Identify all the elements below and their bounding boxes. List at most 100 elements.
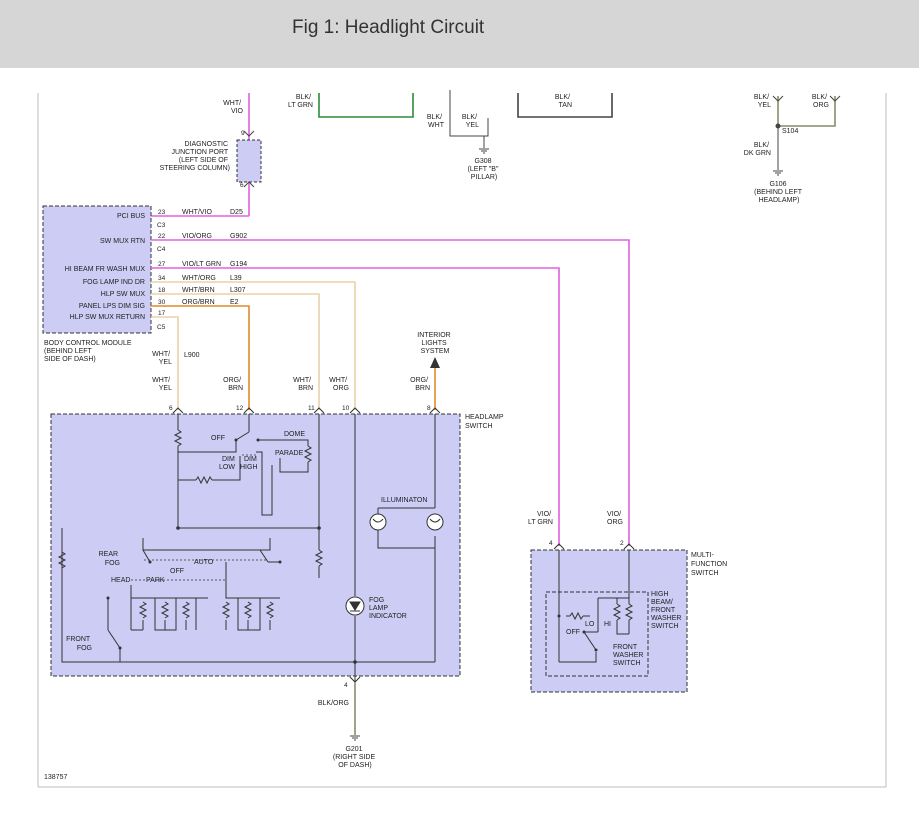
- ground-label-g106: G106 (BEHIND LEFT HEADLAMP): [754, 181, 804, 204]
- svg-text:34: 34: [158, 275, 166, 282]
- svg-text:HLP SW MUX RETURN: HLP SW MUX RETURN: [70, 314, 145, 321]
- svg-text:C4: C4: [157, 246, 166, 253]
- wire-label-right-blk-yel: BLK/ YEL: [754, 94, 771, 109]
- bcm-signal-labels: PCI BUS SW MUX RTN HI BEAM FR WASH MUX F…: [65, 213, 146, 321]
- bcm-connector-labels: C3 C4 C5: [157, 222, 166, 331]
- splice-label-s104: S104: [782, 128, 798, 135]
- bcm-wires: [151, 239, 630, 546]
- label-parade: PARADE: [275, 450, 304, 457]
- bcm-circuit-labels: D25 G902 G194 L39 L307 E2: [230, 209, 247, 306]
- svg-text:D25: D25: [230, 209, 243, 216]
- body-control-module: [42, 205, 152, 334]
- port-label: DIAGNOSTIC JUNCTION PORT (LEFT SIDE OF S…: [160, 141, 230, 172]
- fog-lamp-led-icon: [345, 596, 365, 616]
- wire-label-vio-org: VIO/ ORG: [607, 511, 623, 526]
- figure-number: 138757: [44, 774, 67, 781]
- mfs-pin-4: 4: [549, 540, 553, 547]
- wire-label-blk-tan: BLK/ TAN: [555, 94, 572, 109]
- dashed-gang-links: [131, 454, 268, 581]
- top-connector-marks: [772, 95, 841, 129]
- headlamp-pin-labels: 6 12 11 10 8 4: [169, 405, 431, 689]
- label-off: OFF: [211, 435, 225, 442]
- svg-text:G194: G194: [230, 261, 247, 268]
- front-washer-label: FRONT WASHER SWITCH: [613, 644, 645, 667]
- port-pin-bottom: 6: [240, 182, 244, 189]
- wire-label-vio-ltgrn: VIO/ LT GRN: [528, 511, 553, 526]
- interior-arrow-icon: [430, 357, 440, 368]
- svg-text:27: 27: [158, 261, 166, 268]
- switch-contact-dots: [106, 438, 357, 664]
- bcm-label: BODY CONTROL MODULE (BEHIND LEFT SIDE OF…: [44, 340, 133, 363]
- svg-text:FOG LAMP IND DR: FOG LAMP IND DR: [83, 279, 145, 286]
- label-fog-lamp-indicator: FOG LAMP INDICATOR: [369, 597, 407, 620]
- mfs-connector-marks: [553, 543, 635, 550]
- svg-text:ORG/BRN: ORG/BRN: [182, 299, 215, 306]
- high-beam-washer-switch: [545, 591, 649, 677]
- svg-text:PCI BUS: PCI BUS: [117, 213, 145, 220]
- svg-text:10: 10: [342, 405, 350, 412]
- headlamp-switch-label: HEADLAMP SWITCH: [465, 414, 505, 430]
- svg-text:4: 4: [344, 682, 348, 689]
- svg-text:WHT/ORG: WHT/ORG: [182, 275, 216, 282]
- svg-text:11: 11: [308, 405, 315, 412]
- svg-text:G902: G902: [230, 233, 247, 240]
- wire-label-wht-yel-1: WHT/ YEL: [152, 351, 172, 366]
- high-beam-washer-label: HIGH BEAM/ FRONT WASHER SWITCH: [651, 591, 683, 630]
- svg-text:C5: C5: [157, 324, 166, 331]
- label-hi: HI: [604, 621, 611, 628]
- diagnostic-junction-port: [236, 130, 262, 188]
- label-auto: AUTO: [194, 559, 214, 566]
- svg-text:22: 22: [158, 233, 166, 240]
- illumination-lamp-icon: [369, 513, 444, 531]
- ground-symbol-g201: [350, 735, 360, 741]
- multi-function-switch: [530, 549, 688, 693]
- wire-label-blk-ltgrn: BLK/ LT GRN: [288, 94, 313, 109]
- label-head: HEAD: [111, 577, 130, 584]
- svg-text:8: 8: [427, 405, 431, 412]
- label-off-2: OFF: [170, 568, 184, 575]
- wire-label-wht-org: WHT/ ORG: [329, 377, 349, 392]
- svg-text:HI BEAM FR WASH MUX: HI BEAM FR WASH MUX: [65, 266, 146, 273]
- wire-label-org-brn-2: ORG/ BRN: [410, 377, 430, 392]
- title-bar: Fig 1: Headlight Circuit: [0, 0, 919, 68]
- circuit-label-l900: L900: [184, 352, 200, 359]
- label-dome: DOME: [284, 431, 305, 438]
- interior-lights-label: INTERIOR LIGHTS SYSTEM: [417, 332, 452, 355]
- svg-text:L39: L39: [230, 275, 242, 282]
- label-mfs-off: OFF: [566, 629, 580, 636]
- svg-text:E2: E2: [230, 299, 239, 306]
- wire-label-blk-yel: BLK/ YEL: [462, 114, 479, 129]
- bcm-pin-labels: 23 22 27 34 18 30 17: [158, 209, 166, 317]
- headlamp-switch: [50, 413, 461, 677]
- label-lo: LO: [585, 621, 595, 628]
- label-park: PARK: [146, 577, 165, 584]
- wire-label-wht-vio: WHT/ VIO: [223, 100, 243, 115]
- svg-text:WHT/VIO: WHT/VIO: [182, 209, 212, 216]
- svg-text:VIO/LT GRN: VIO/LT GRN: [182, 261, 221, 268]
- svg-text:SW MUX RTN: SW MUX RTN: [100, 238, 145, 245]
- figure-title: Fig 1: Headlight Circuit: [292, 17, 485, 38]
- mfs-label: MULTI- FUNCTION SWITCH: [691, 552, 729, 577]
- label-dim-high: DIM HIGH: [240, 456, 259, 471]
- svg-text:WHT/BRN: WHT/BRN: [182, 287, 215, 294]
- mfs-contact-dots: [557, 614, 598, 652]
- top-wires: [151, 90, 836, 217]
- ground-label-g308: G308 (LEFT "B" PILLAR): [468, 158, 501, 181]
- svg-text:6: 6: [169, 405, 173, 412]
- svg-text:L307: L307: [230, 287, 246, 294]
- bcm-wire-labels: WHT/VIO VIO/ORG VIO/LT GRN WHT/ORG WHT/B…: [182, 209, 221, 306]
- svg-text:17: 17: [158, 310, 166, 317]
- mfs-pin-2: 2: [620, 540, 624, 547]
- svg-text:30: 30: [158, 299, 166, 306]
- svg-text:12: 12: [236, 405, 244, 412]
- mfs-internal-circuit: [558, 550, 634, 663]
- svg-text:C3: C3: [157, 222, 166, 229]
- page-frame: [37, 93, 887, 788]
- port-pin-top: 9: [241, 130, 245, 137]
- wire-label-blk-wht: BLK/ WHT: [427, 114, 445, 129]
- ground-label-g201: G201 (RIGHT SIDE OF DASH): [333, 746, 377, 769]
- wire-label-right-blk-org: BLK/ ORG: [812, 94, 829, 109]
- ground-symbol-g106: [773, 170, 783, 176]
- svg-text:VIO/ORG: VIO/ORG: [182, 233, 212, 240]
